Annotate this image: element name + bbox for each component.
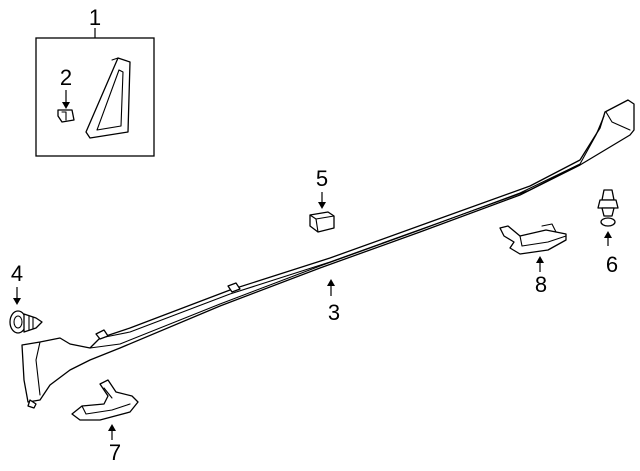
- screw-part-4: [9, 287, 43, 334]
- retainer-clip-part-2: [57, 90, 75, 123]
- callout-5: 5: [316, 166, 328, 191]
- bracket-part-7: [71, 379, 139, 440]
- callout-8: 8: [535, 272, 547, 297]
- triangle-trim-part: [85, 57, 131, 139]
- push-pin-part-6: [597, 189, 619, 246]
- rocker-molding-part: [21, 99, 635, 409]
- clip-part-5: [309, 192, 335, 233]
- callout-7: 7: [109, 440, 121, 465]
- callout-2: 2: [60, 65, 72, 90]
- callout-6: 6: [606, 252, 618, 277]
- bracket-part-8: [499, 223, 567, 272]
- callout-4: 4: [11, 261, 23, 286]
- leader-part-3: [327, 279, 335, 296]
- callout-1: 1: [89, 5, 101, 30]
- callout-3: 3: [328, 300, 340, 325]
